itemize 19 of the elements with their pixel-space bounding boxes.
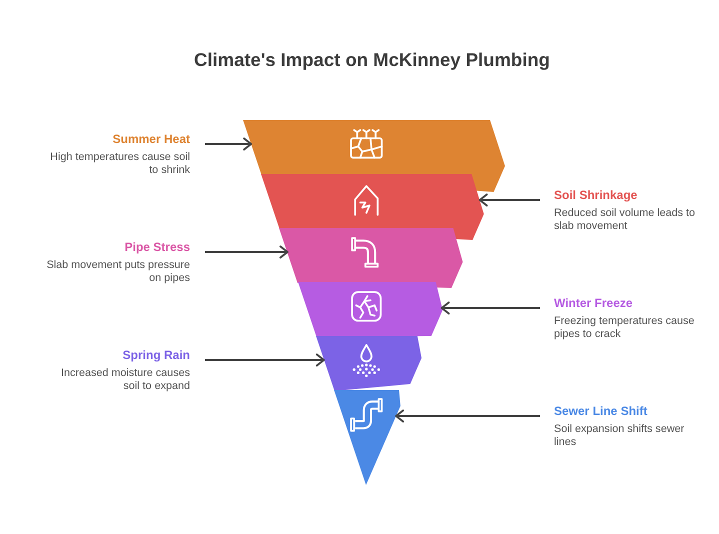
step-title: Summer Heat [112,131,190,147]
arrow [205,138,252,150]
step-title: Pipe Stress [124,239,190,255]
title: Climate's Impact on McKinney Plumbing [194,48,550,72]
step-description: Increased moisture causes soil to expand [60,367,190,393]
arrow [440,302,540,314]
arrow [395,410,540,422]
arrow [205,246,288,258]
step-title: Sewer Line Shift [554,403,648,419]
step-description: Slab movement puts pressure on pipes [46,259,190,285]
step-description: Soil expansion shifts sewer lines [554,423,686,449]
step-description: High temperatures cause soil to shrink [49,151,190,177]
step-description: Reduced soil volume leads to slab movement [554,207,696,233]
step-title: Soil Shrinkage [554,187,638,203]
step-title: Spring Rain [122,347,190,363]
step-description: Freezing temperatures cause pipes to crack [554,315,696,341]
step-title: Winter Freeze [554,295,633,311]
arrow [205,354,325,366]
arrow [478,194,540,206]
